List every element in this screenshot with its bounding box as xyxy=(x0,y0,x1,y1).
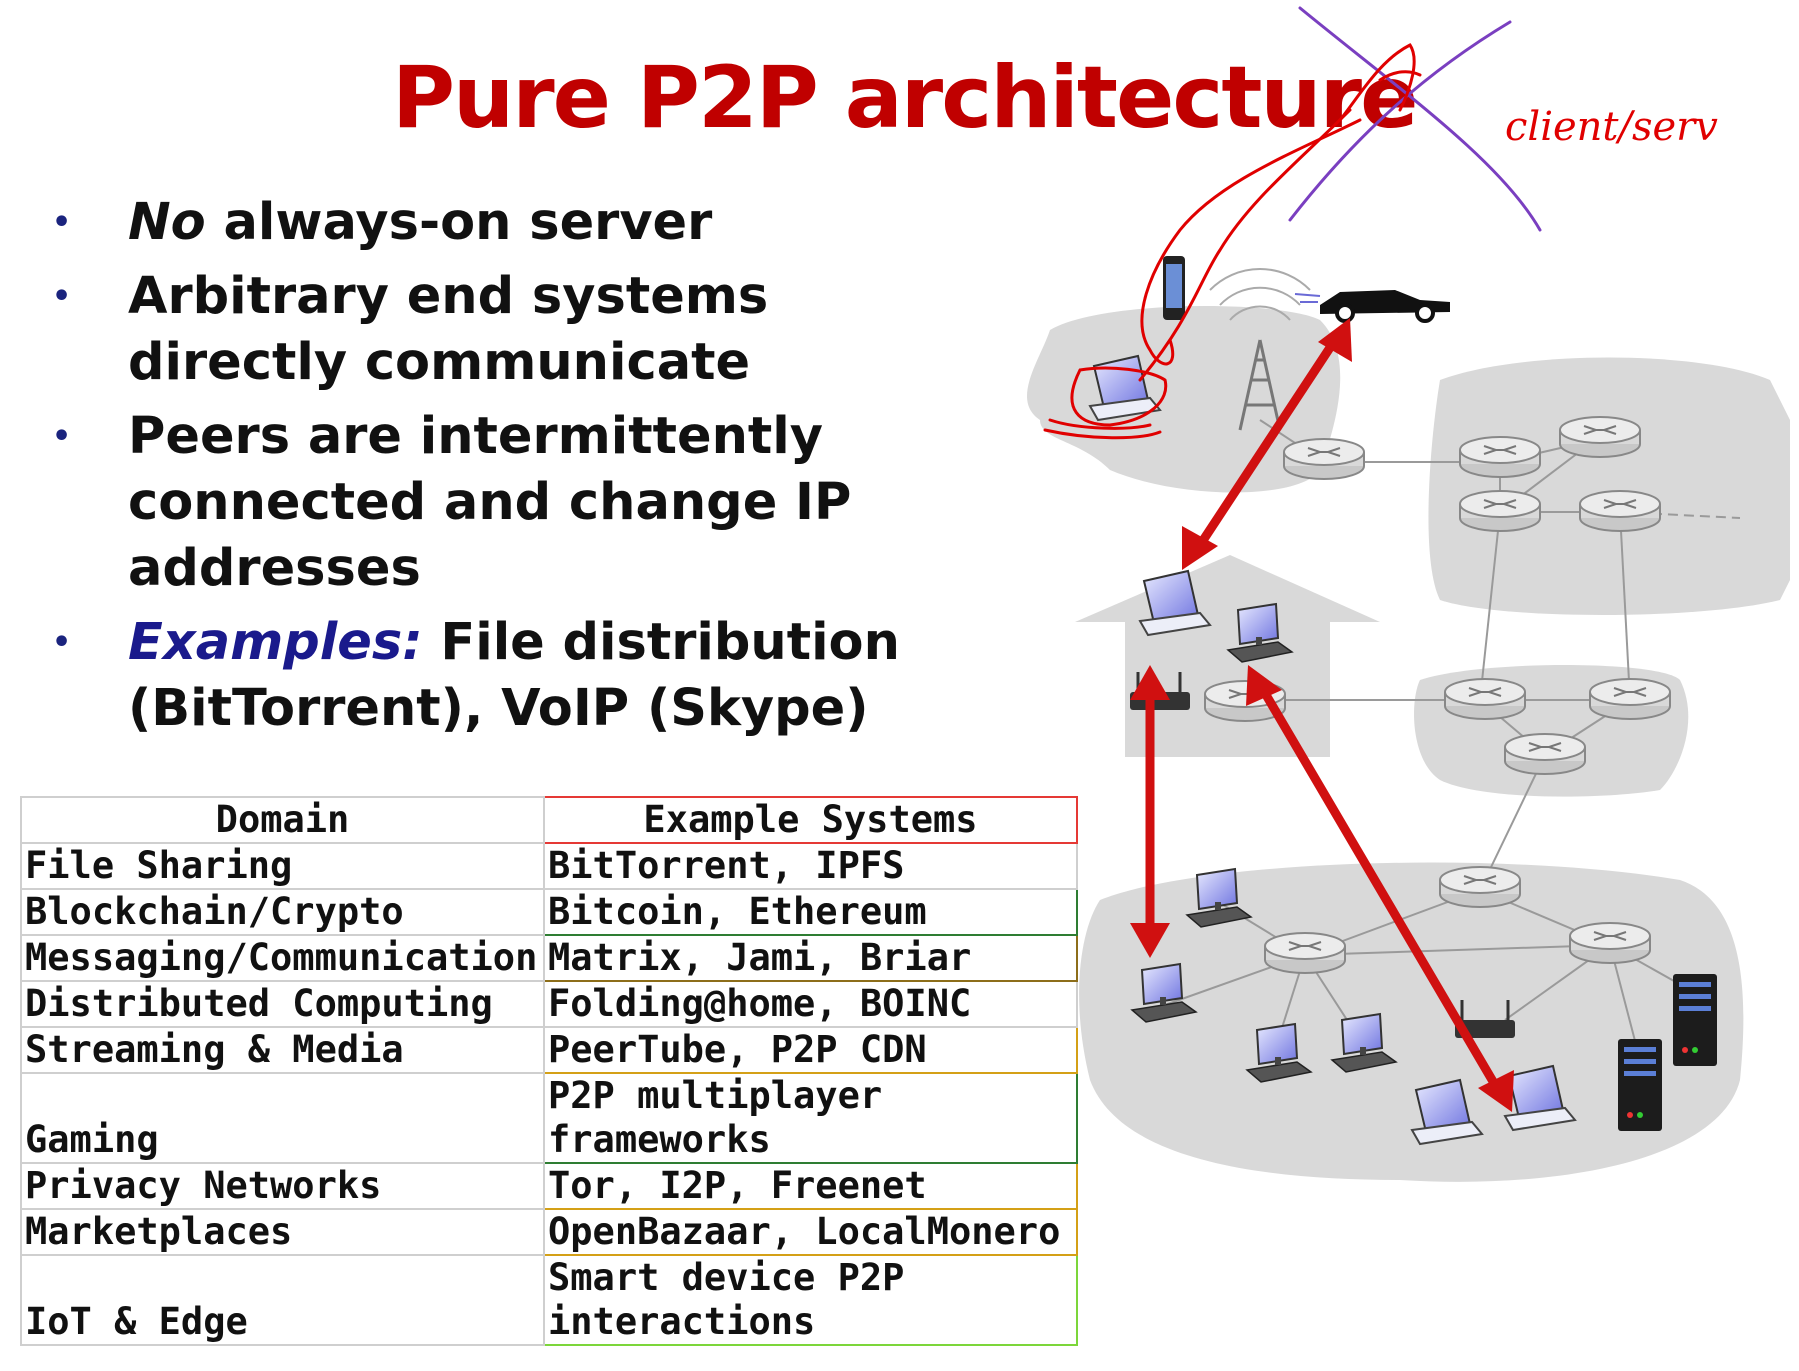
bullet-dot-icon: • xyxy=(52,279,72,314)
server-icon xyxy=(1618,1039,1662,1131)
table-header-examples: Example Systems xyxy=(543,796,1078,844)
domain-cell: Privacy Networks xyxy=(20,1162,545,1210)
domain-cell: Streaming & Media xyxy=(20,1026,545,1074)
bullet-dot-icon: • xyxy=(52,419,72,454)
example-systems-cell: PeerTube, P2P CDN xyxy=(543,1026,1078,1074)
bullet-text: Arbitrary end systems directly communica… xyxy=(128,267,769,392)
home-house-icon xyxy=(1075,555,1380,757)
p2p-connection-arrows xyxy=(1130,318,1514,1112)
router-icon xyxy=(1459,490,1541,532)
bullet-text: always-on server xyxy=(205,193,713,252)
example-systems-cell: Tor, I2P, Freenet xyxy=(543,1162,1078,1210)
router-icon xyxy=(1579,490,1661,532)
domain-cell: IoT & Edge xyxy=(20,1254,545,1346)
example-systems-cell: Matrix, Jami, Briar xyxy=(543,934,1078,982)
router-icon xyxy=(1569,922,1651,964)
page-title: Pure P2P architecture xyxy=(392,48,1418,148)
domain-cell: Distributed Computing xyxy=(20,980,545,1028)
bullet-item: • Peers are intermittently connected and… xyxy=(52,404,982,602)
isp-network-cloud xyxy=(1428,357,1790,615)
car-icon xyxy=(1294,290,1450,323)
domain-cell: File Sharing xyxy=(20,842,545,890)
example-systems-cell: Bitcoin, Ethereum xyxy=(543,888,1078,936)
enterprise-network-cloud xyxy=(1079,862,1744,1182)
router-icon xyxy=(1283,438,1365,480)
bullet-item: • Arbitrary end systems directly communi… xyxy=(52,264,982,396)
domain-cell: Messaging/Communication xyxy=(20,934,545,982)
bullet-emphasis: No xyxy=(128,193,206,252)
bullet-list: • No always-on server • Arbitrary end sy… xyxy=(52,190,982,750)
example-systems-cell: Folding@home, BOINC xyxy=(543,980,1078,1028)
router-icon xyxy=(1589,678,1671,720)
router-icon xyxy=(1459,436,1541,478)
bullet-dot-icon: • xyxy=(52,205,72,240)
bullet-text: Peers are intermittently connected and c… xyxy=(128,407,852,598)
router-icon xyxy=(1504,733,1586,775)
example-systems-cell: P2P multiplayer frameworks xyxy=(543,1072,1078,1164)
example-systems-cell: Smart device P2P interactions xyxy=(543,1254,1078,1346)
bullet-item: • Examples: File distribution (BitTorren… xyxy=(52,610,982,742)
table-header-row: Domain Example Systems xyxy=(20,796,1078,844)
example-systems-cell: BitTorrent, IPFS xyxy=(543,842,1078,890)
router-icon xyxy=(1264,932,1346,974)
domain-cell: Blockchain/Crypto xyxy=(20,888,545,936)
ink-handwriting: client/serv xyxy=(1505,104,1718,150)
ink-annotations xyxy=(1043,6,1542,440)
router-icon xyxy=(1444,678,1526,720)
bullet-item: • No always-on server xyxy=(52,190,982,256)
example-systems-cell: OpenBazaar, LocalMonero xyxy=(543,1208,1078,1256)
domain-cell: Marketplaces xyxy=(20,1208,545,1256)
bullet-examples-label: Examples: xyxy=(128,613,423,672)
cell-tower-icon xyxy=(1209,267,1311,431)
router-icon xyxy=(1559,416,1641,458)
domain-cell: Gaming xyxy=(20,1072,545,1164)
smartphone-icon xyxy=(1163,256,1185,320)
table-header-domain: Domain xyxy=(20,796,545,844)
bullet-dot-icon: • xyxy=(52,625,72,660)
router-icon xyxy=(1439,866,1521,908)
server-icon xyxy=(1673,974,1717,1066)
bullet-text: File distribution (BitTorrent), VoIP (Sk… xyxy=(128,613,900,738)
